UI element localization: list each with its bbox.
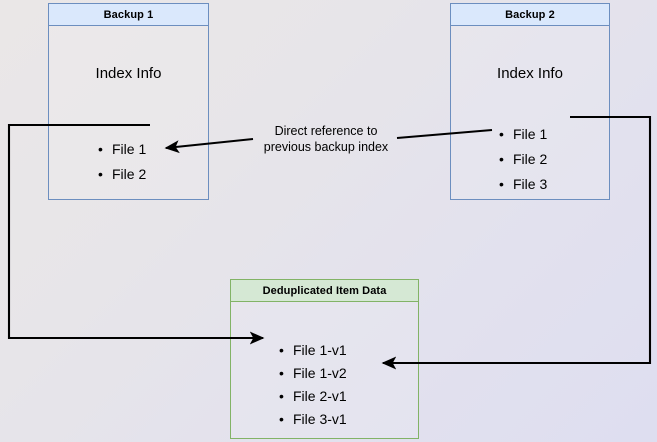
backup-2-file-list: File 1 File 2 File 3: [499, 122, 547, 197]
backup-1-index-info-label: Index Info: [95, 65, 162, 82]
list-item: File 3-v1: [279, 408, 347, 431]
edge-label-line-2: previous backup index: [263, 140, 389, 154]
list-item: File 2: [499, 147, 547, 172]
list-item: File 1: [98, 137, 146, 162]
list-item: File 2: [98, 162, 146, 187]
dedup-file-list: File 1-v1 File 1-v2 File 2-v1 File 3-v1: [279, 339, 347, 431]
edge-label-direct-reference: Direct reference to previous backup inde…: [243, 123, 409, 155]
list-item: File 1: [499, 122, 547, 147]
list-item: File 3: [499, 172, 547, 197]
backup-1-file-list: File 1 File 2: [98, 137, 146, 187]
edge-label-line-1: Direct reference to: [274, 124, 378, 138]
list-item: File 1-v1: [279, 339, 347, 362]
list-item: File 1-v2: [279, 362, 347, 385]
node-backup-1-header: Backup 1: [49, 4, 208, 26]
backup-2-index-info-label: Index Info: [497, 65, 563, 82]
node-backup-2-header: Backup 2: [451, 4, 609, 26]
node-backup-1-body: Index Info File 1 File 2: [49, 26, 208, 199]
node-deduplicated-item-data[interactable]: Deduplicated Item Data File 1-v1 File 1-…: [230, 279, 419, 439]
list-item: File 2-v1: [279, 385, 347, 408]
node-backup-1[interactable]: Backup 1 Index Info File 1 File 2: [48, 3, 209, 200]
node-backup-2-body: Index Info File 1 File 2 File 3: [451, 26, 609, 199]
node-dedup-body: File 1-v1 File 1-v2 File 2-v1 File 3-v1: [231, 302, 418, 438]
node-backup-2[interactable]: Backup 2 Index Info File 1 File 2 File 3: [450, 3, 610, 200]
node-dedup-header: Deduplicated Item Data: [231, 280, 418, 302]
